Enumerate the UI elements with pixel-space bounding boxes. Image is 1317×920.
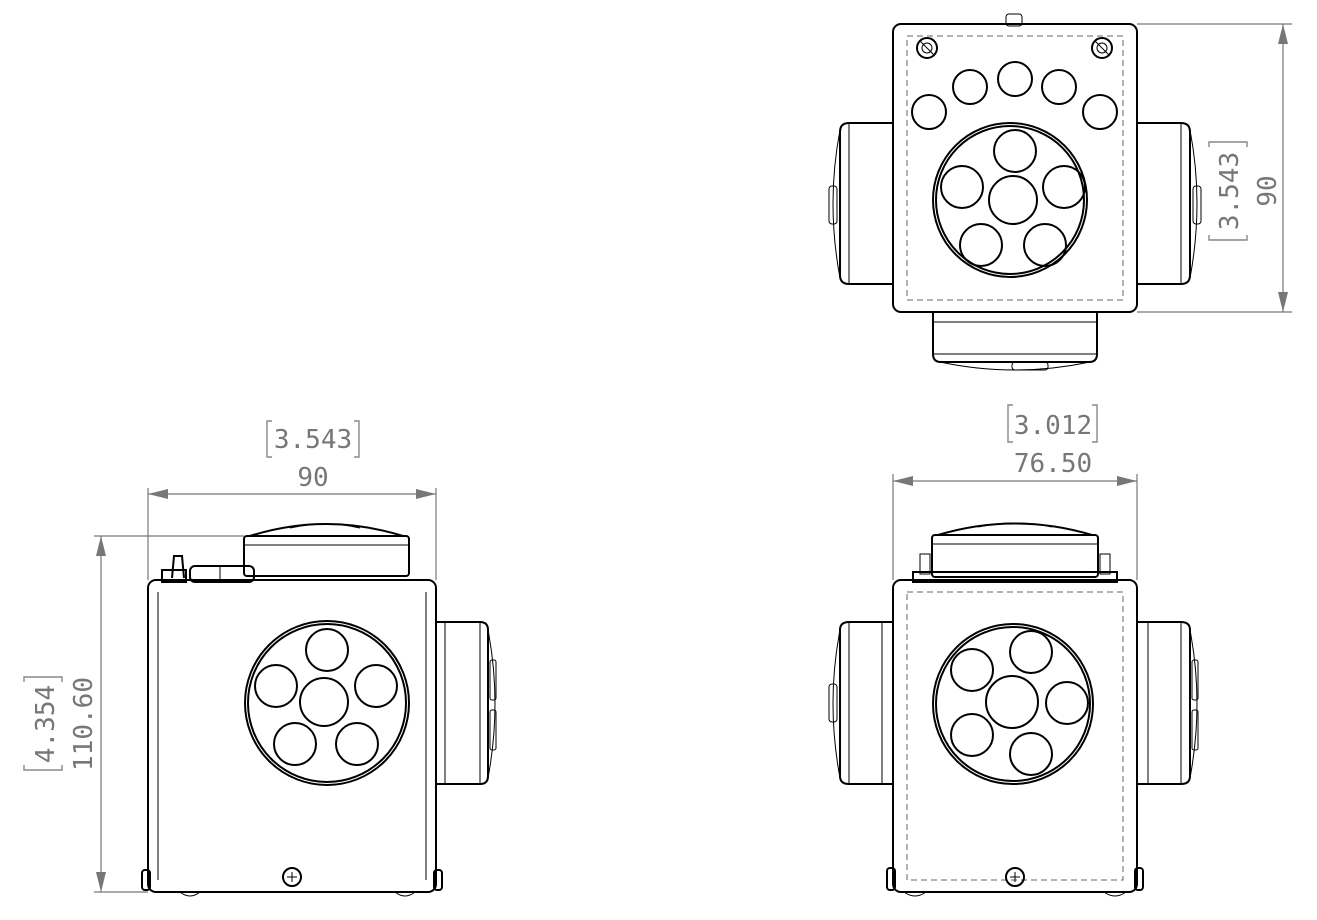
corner-screw-left (916, 37, 938, 59)
left-cylinder (828, 122, 892, 285)
top-view: 3.543 90 (828, 13, 1292, 371)
corner-screw-right (1091, 37, 1113, 59)
front-view: 3.012 76.50 (828, 404, 1199, 897)
front-rotor-disk (932, 623, 1094, 785)
rotor-disk (932, 122, 1088, 278)
front-right-cylinder (1138, 621, 1199, 785)
side-toggle (161, 555, 255, 583)
front-top-cylinder (919, 522, 1111, 578)
bottom-cylinder (932, 312, 1098, 371)
side-right-cylinder (436, 621, 497, 785)
top-height-inch-label: 3.543 (1215, 152, 1245, 230)
front-width-mm-label: 76.50 (1014, 449, 1092, 479)
side-bottom-screw (282, 867, 302, 887)
top-height-mm-label: 90 (1253, 175, 1283, 206)
right-cylinder (1138, 122, 1202, 285)
front-width-dimension: 3.012 76.50 (892, 404, 1138, 580)
port-arc (911, 61, 1118, 130)
side-height-mm-label: 110.60 (69, 677, 99, 771)
side-rotor-disk (244, 620, 410, 786)
side-height-dimension: 4.354 110.60 (23, 535, 244, 893)
side-width-inch-label: 3.543 (274, 425, 352, 455)
side-height-inch-label: 4.354 (31, 685, 61, 763)
side-top-cylinder (243, 523, 410, 577)
front-left-cylinder (828, 621, 892, 785)
front-width-inch-label: 3.012 (1014, 411, 1092, 441)
top-height-dimension: 3.543 90 (1137, 23, 1292, 313)
side-width-mm-label: 90 (297, 463, 328, 493)
front-bottom-screw (1005, 867, 1025, 887)
side-view: 3.543 90 4.354 110.60 (23, 420, 497, 897)
side-width-dimension: 3.543 90 (147, 420, 437, 580)
